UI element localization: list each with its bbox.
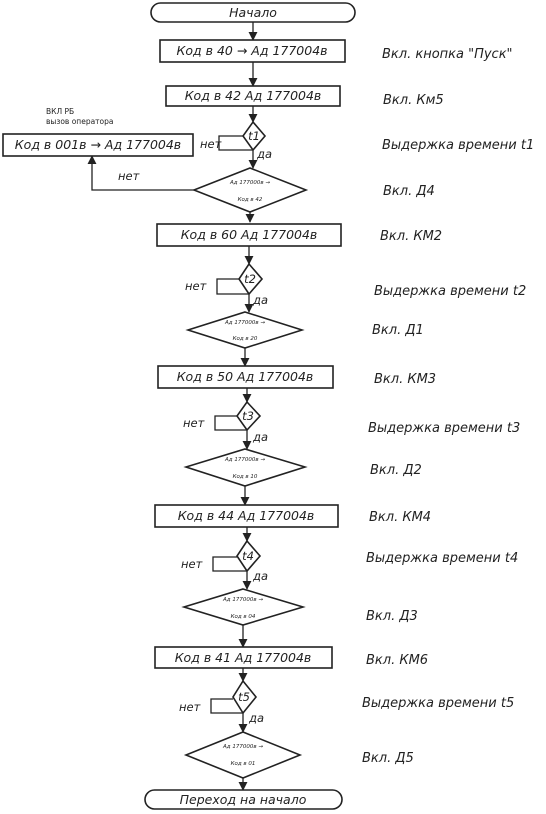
- step-description: Вкл. Д1: [372, 323, 424, 338]
- operator-note-line2: вызов оператора: [46, 117, 114, 126]
- step-description: Выдержка времени t5: [362, 696, 514, 711]
- decision-bottom: Код в 01: [231, 761, 256, 767]
- timer-decision-3: t3: [236, 400, 262, 432]
- yes-label: да: [252, 293, 268, 307]
- right-labels: Вкл. кнопка "Пуск" Вкл. Км5 Выдержка вре…: [362, 47, 534, 766]
- process-box-6: Код в 41 Ад 177004в: [154, 646, 333, 669]
- process-box-5: Код в 44 Ад 177004в: [154, 504, 339, 528]
- step-description: Выдержка времени t4: [366, 551, 518, 566]
- operator-return-line: [87, 155, 194, 191]
- decision-bottom: Код в 20: [233, 336, 258, 342]
- timer-decision-1: t1: [242, 120, 267, 152]
- process-box-2: Код в 42 Ад 177004в: [165, 85, 341, 107]
- no-label: нет: [118, 169, 140, 183]
- operator-note-line1: ВКЛ РБ: [46, 107, 74, 116]
- start-label: Начало: [229, 5, 277, 20]
- process-box-text: Код в 44 Ад 177004в: [178, 508, 315, 523]
- step-description: Вкл. Д3: [366, 609, 418, 624]
- step-description: Вкл. Д2: [370, 463, 422, 478]
- process-box-text: Код в 60 Ад 177004в: [181, 227, 318, 242]
- yes-label: да: [248, 711, 264, 725]
- branch-labels: нет да нет нет да нет да нет да нет да: [118, 137, 272, 725]
- yes-label: да: [256, 147, 272, 161]
- process-box-1: Код в 40 → Ад 177004в: [159, 39, 346, 63]
- step-description: Вкл. КМ2: [380, 229, 442, 244]
- decision-bottom: Код в 04: [231, 614, 256, 620]
- no-label: нет: [185, 279, 207, 293]
- process-box-3: Код в 60 Ад 177004в: [156, 223, 342, 247]
- timer-label: t2: [244, 272, 256, 286]
- address-decision-4: Ад 177000в → Код в 04: [181, 588, 306, 626]
- decision-top: Ад 177000в →: [224, 457, 265, 463]
- step-description: Вкл. КМ3: [374, 372, 436, 387]
- timer-decision-4: t4: [236, 539, 262, 573]
- timer-decision-2: t2: [238, 262, 264, 296]
- step-description: Вкл. Км5: [383, 93, 444, 108]
- no-label: нет: [179, 700, 201, 714]
- process-box-text: Код в 41 Ад 177004в: [175, 650, 312, 665]
- step-description: Вкл. кнопка "Пуск": [382, 47, 513, 62]
- address-decision-1: Ад 177000в → Код в 42: [191, 167, 309, 213]
- process-box-4: Код в 50 Ад 177004в: [157, 365, 334, 389]
- step-description: Выдержка времени t3: [368, 421, 520, 436]
- no-label: нет: [183, 416, 205, 430]
- step-description: Вкл. КМ6: [366, 653, 428, 668]
- decision-top: Ад 177000в →: [222, 597, 263, 603]
- decision-top: Ад 177000в →: [222, 744, 263, 750]
- address-decision-5: Ад 177000в → Код в 01: [183, 731, 303, 779]
- flow-lines: [238, 22, 258, 791]
- step-description: Выдержка времени t1: [382, 138, 534, 153]
- timer-label: t5: [238, 690, 250, 704]
- yes-label: да: [252, 569, 268, 583]
- process-box-text: Код в 40 → Ад 177004в: [176, 43, 327, 58]
- end-terminal: Переход на начало: [144, 789, 343, 810]
- timer-label: t3: [242, 409, 254, 423]
- operator-box-text: Код в 001в → Ад 177004в: [15, 137, 181, 152]
- step-description: Вкл. Д4: [383, 184, 435, 199]
- operator-box: Код в 001в → Ад 177004в: [2, 133, 194, 157]
- step-description: Вкл. Д5: [362, 751, 414, 766]
- decision-top: Ад 177000в →: [224, 320, 265, 326]
- decision-top: Ад 177000в →: [229, 180, 270, 186]
- step-description: Вкл. КМ4: [369, 510, 431, 525]
- step-description: Выдержка времени t2: [374, 284, 526, 299]
- start-terminal: Начало: [150, 2, 356, 23]
- decision-bottom: Код в 42: [238, 197, 263, 203]
- no-label: нет: [200, 137, 222, 151]
- process-box-text: Код в 42 Ад 177004в: [185, 88, 322, 103]
- no-label: нет: [181, 557, 203, 571]
- timer-label: t4: [242, 549, 254, 563]
- timer-loops: [210, 135, 253, 714]
- decision-bottom: Код в 10: [233, 474, 258, 480]
- yes-label: да: [252, 430, 268, 444]
- timer-label: t1: [248, 129, 260, 143]
- process-box-text: Код в 50 Ад 177004в: [177, 369, 314, 384]
- end-label: Переход на начало: [180, 792, 307, 807]
- timer-decision-5: t5: [232, 679, 258, 715]
- address-decision-2: Ад 177000в → Код в 20: [185, 311, 305, 349]
- operator-note: ВКЛ РБ вызов оператора: [46, 107, 114, 126]
- address-decision-3: Ад 177000в → Код в 10: [183, 448, 308, 487]
